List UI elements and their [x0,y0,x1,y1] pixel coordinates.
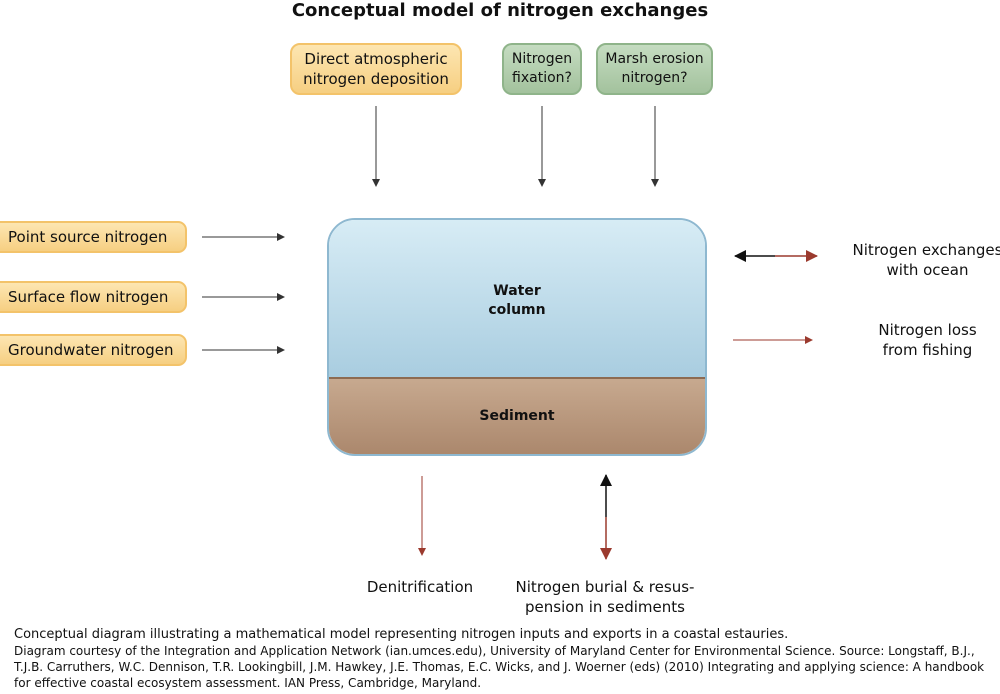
fixation-line-1: Nitrogen [511,51,573,67]
estuary-block: Water column Sediment [327,218,707,456]
point-source-label: Point source nitrogen [8,228,168,246]
ocean-line-1: Nitrogen exchanges [852,241,1000,259]
figure-caption: Conceptual diagram illustrating a mathem… [14,626,989,691]
sediment-area: Sediment [329,377,705,454]
caption-credit: Diagram courtesy of the Integration and … [14,644,985,690]
burial-label: Nitrogen burial & resus- pension in sedi… [500,577,710,617]
caption-main: Conceptual diagram illustrating a mathem… [14,627,789,642]
burial-line-2: pension in sediments [525,598,685,616]
burial-line-1: Nitrogen burial & resus- [515,578,695,596]
surface-flow-label: Surface flow nitrogen [8,288,169,306]
sediment-label: Sediment [479,408,555,424]
marsh-line-2: nitrogen? [621,70,688,86]
groundwater-label: Groundwater nitrogen [8,341,174,359]
fixation-line-2: fixation? [512,70,572,86]
fishing-line-2: from fishing [882,341,973,359]
water-column-label: Water column [329,282,705,320]
denitrification-label: Denitrification [366,578,474,596]
ocean-line-2: with ocean [886,261,969,279]
nitrogen-fixation-box: Nitrogen fixation? [502,43,582,95]
diagram-title: Conceptual model of nitrogen exchanges [291,0,709,21]
fishing-loss-label: Nitrogen loss from fishing [840,320,1000,360]
marsh-line-1: Marsh erosion [605,51,704,67]
atmospheric-deposition-box: Direct atmospheric nitrogen deposition [290,43,462,95]
water-column-area: Water column [329,220,705,377]
water-column-line-1: Water [493,283,541,299]
marsh-erosion-box: Marsh erosion nitrogen? [596,43,713,95]
fishing-line-1: Nitrogen loss [878,321,977,339]
point-source-box: Point source nitrogen [0,221,187,253]
atmospheric-line-2: nitrogen deposition [303,70,449,88]
surface-flow-box: Surface flow nitrogen [0,281,187,313]
water-column-line-2: column [488,302,546,318]
ocean-exchange-label: Nitrogen exchanges with ocean [840,240,1000,280]
atmospheric-line-1: Direct atmospheric [304,50,448,68]
groundwater-box: Groundwater nitrogen [0,334,187,366]
